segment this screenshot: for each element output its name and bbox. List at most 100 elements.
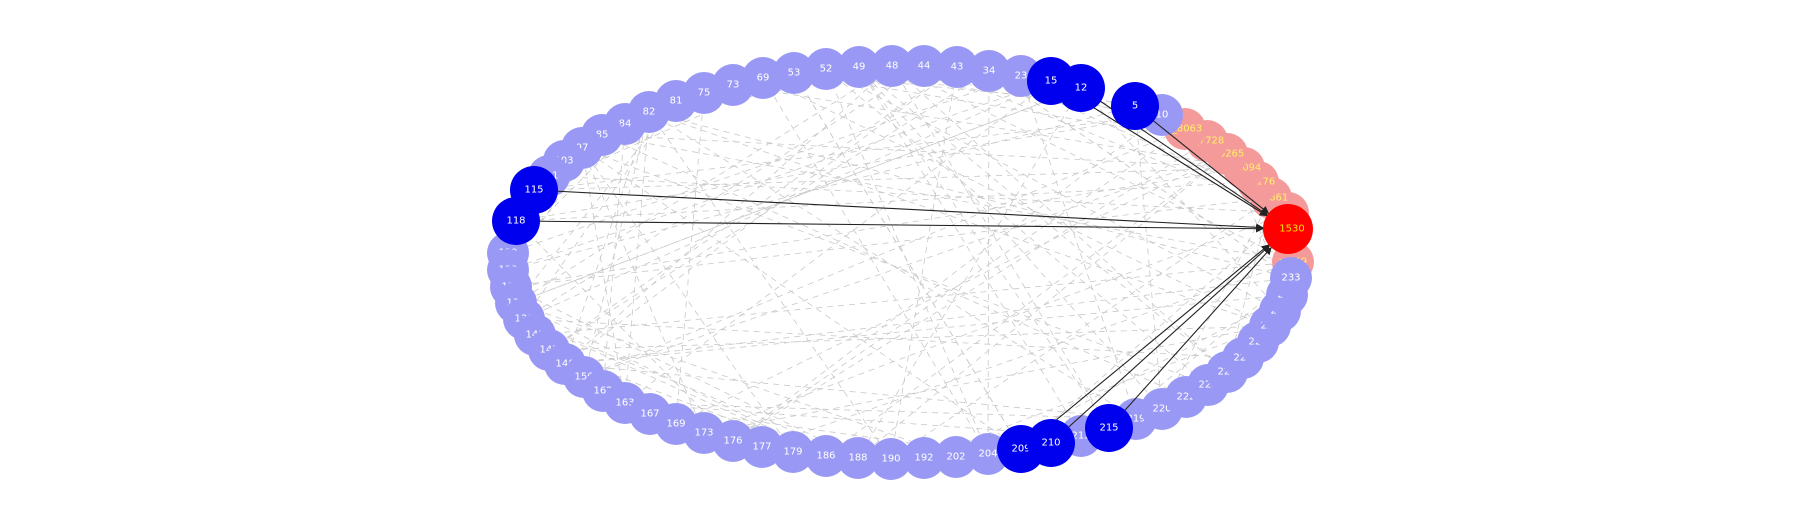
dashed-edge [515, 100, 677, 304]
highlighted-node-label: 210 [1041, 438, 1060, 449]
ring-node-43[interactable]: 43 [936, 46, 978, 88]
dashed-edge [601, 134, 1294, 263]
ring-node-44[interactable]: 44 [903, 45, 945, 87]
focus-node-group: 1530 [1263, 204, 1313, 254]
ring-node-52[interactable]: 52 [805, 48, 847, 90]
ring-node-label: 176 [723, 436, 742, 447]
dashed-edge [891, 65, 1294, 263]
highlighted-node-label: 5 [1132, 101, 1138, 112]
dashed-edge [581, 147, 794, 453]
ring-node-186[interactable]: 186 [805, 435, 847, 477]
highlighted-node-5[interactable]: 5 [1111, 82, 1159, 130]
ring-node-177[interactable]: 177 [741, 426, 783, 468]
ring-node-label: 192 [914, 453, 933, 464]
ring-node-233[interactable]: 233 [1270, 257, 1312, 299]
dashed-edge [624, 402, 1137, 420]
ring-node-34[interactable]: 34 [968, 50, 1010, 92]
dashed-edge [732, 140, 1208, 442]
dashed-edge [858, 66, 1082, 437]
edge-5-to-1530 [1134, 105, 1270, 214]
ring-node-label: 156 [574, 372, 593, 383]
dashed-edge [507, 80, 1052, 271]
ring-node-label: 145 [539, 345, 558, 356]
dashed-edge [515, 181, 1259, 222]
dashed-edge [548, 70, 990, 351]
highlighted-node-12[interactable]: 12 [1057, 64, 1105, 112]
highlighted-node-circle [1085, 404, 1133, 452]
ring-node-192[interactable]: 192 [903, 437, 945, 479]
ring-node-49[interactable]: 49 [838, 46, 880, 88]
ring-node-label: 188 [848, 453, 867, 464]
dashed-edge [624, 111, 650, 404]
highlighted-node-circle [492, 197, 540, 245]
highlighted-node-118[interactable]: 118 [492, 197, 540, 245]
dashed-edge [564, 66, 958, 365]
ring-node-label: 213 [1071, 431, 1090, 442]
dashed-edge [583, 128, 1186, 378]
highlighted-node-label: 215 [1099, 423, 1118, 434]
dashed-edge [583, 111, 650, 378]
ring-node-label: 82 [643, 107, 656, 118]
ring-node-202[interactable]: 202 [935, 436, 977, 478]
highlighted-node-215[interactable]: 215 [1085, 404, 1133, 452]
highlighted-node-label: 118 [506, 216, 525, 227]
ring-node-label: 186 [816, 451, 835, 462]
dashed-edge [510, 167, 1245, 288]
ring-nodes: 1023344344484952536973758182848597103111… [487, 45, 1312, 480]
ring-node-label: 52 [820, 64, 833, 75]
dashed-edge [510, 286, 859, 459]
dashed-edge [732, 84, 1245, 169]
ring-node-label: 162 [593, 386, 612, 397]
ring-node-label: 169 [666, 419, 685, 430]
ring-node-label: 44 [918, 61, 931, 72]
ring-node-label: 163 [615, 398, 634, 409]
dashed-edge [548, 66, 958, 351]
ring-node-48[interactable]: 48 [871, 45, 913, 87]
region-node-label: r_6094 [1227, 163, 1262, 174]
dashed-edge [732, 128, 1186, 442]
ring-node-circle [838, 46, 880, 88]
dashed-edge [581, 147, 1022, 450]
dashed-edge [858, 66, 1110, 429]
highlighted-node-circle [1027, 419, 1075, 467]
ring-node-label: 75 [698, 88, 711, 99]
ring-node-label: 84 [619, 119, 632, 130]
ring-node-circle [805, 435, 847, 477]
dashed-edge [1080, 87, 1281, 312]
ring-node-label: 223 [1198, 380, 1217, 391]
dashed-edge [857, 87, 1082, 459]
ring-node-label: 73 [727, 80, 740, 91]
focus-node-1530[interactable]: 1530 [1263, 204, 1313, 254]
dashed-edge [564, 363, 1137, 420]
dashed-edge [988, 70, 1272, 199]
ring-node-label: 177 [752, 442, 771, 453]
dashed-edge [602, 123, 626, 392]
dashed-edge [564, 65, 893, 365]
dashed-edge [891, 65, 1110, 429]
ring-node-circle [936, 46, 978, 88]
ring-node-label: 97 [576, 143, 589, 154]
ring-node-188[interactable]: 188 [837, 437, 879, 479]
dashed-edge [523, 65, 925, 320]
ring-node-label: 85 [596, 130, 609, 141]
dashed-edge [675, 92, 705, 425]
dashed-edge [601, 134, 1245, 169]
dashed-edge [825, 68, 1209, 386]
highlighted-node-label: 12 [1075, 83, 1088, 94]
dashed-edge [515, 65, 893, 304]
ring-node-179[interactable]: 179 [772, 431, 814, 473]
ring-node-190[interactable]: 190 [870, 438, 912, 480]
ring-node-label: 49 [853, 62, 866, 73]
ring-node-label: 226 [1233, 353, 1252, 364]
dashed-edge [1020, 212, 1289, 450]
ring-node-53[interactable]: 53 [773, 52, 815, 94]
highlighted-node-label: 115 [524, 185, 543, 196]
edge-210-to-1530 [1050, 245, 1271, 444]
focus-node-circle [1263, 204, 1313, 254]
ring-node-label: 173 [694, 428, 713, 439]
ring-node-label: 179 [783, 447, 802, 458]
highlighted-node-210[interactable]: 210 [1027, 419, 1075, 467]
dashed-edge [890, 66, 958, 460]
